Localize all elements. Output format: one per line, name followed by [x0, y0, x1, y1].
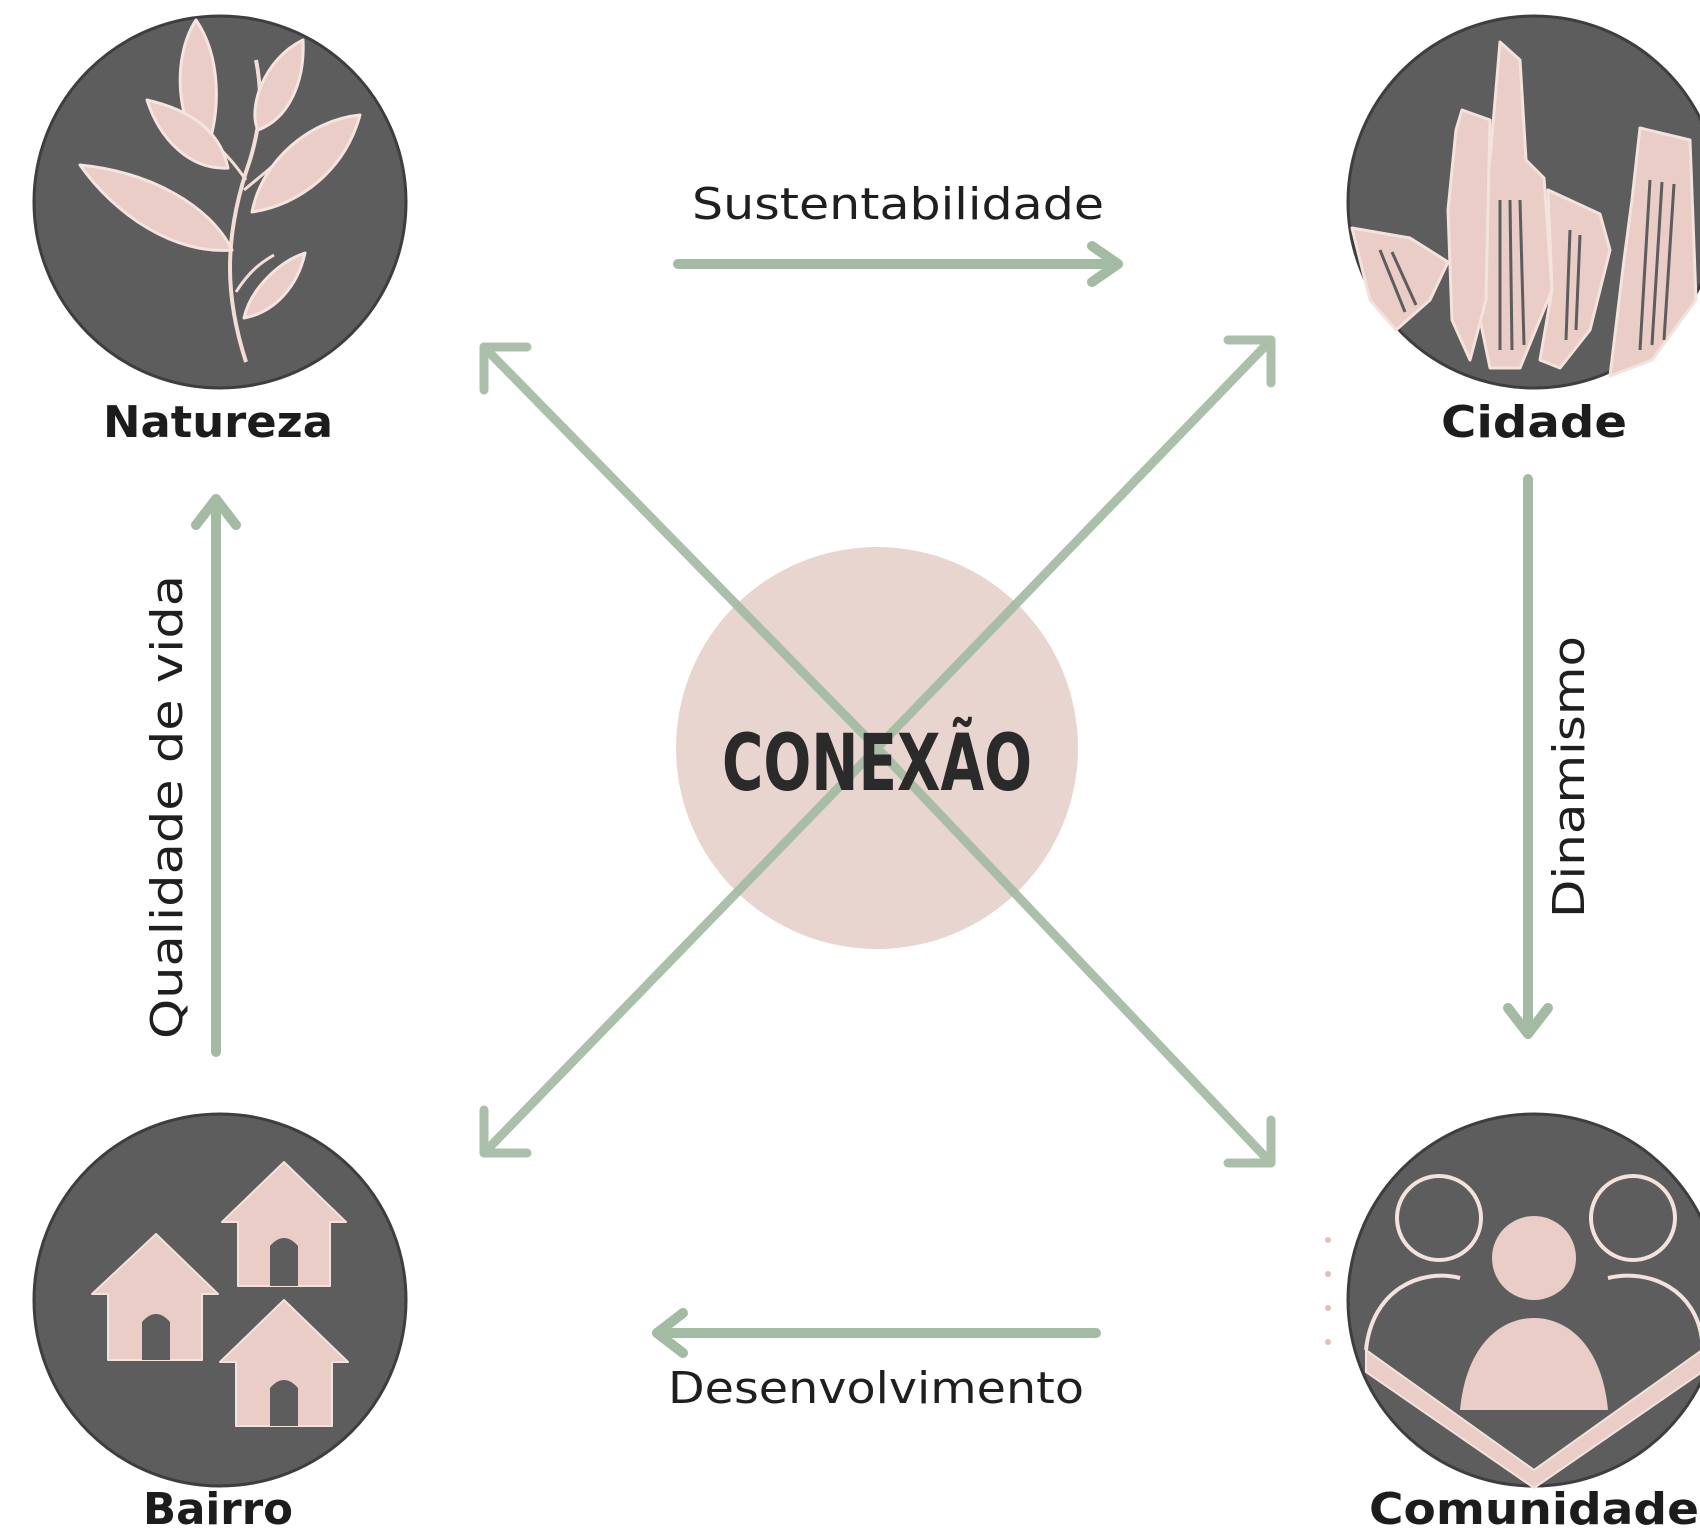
arrow-qualidade-de-vida — [191, 494, 241, 1057]
arrow-to-cidade — [872, 335, 1276, 753]
node-bairro: Bairro — [32, 1112, 408, 1535]
arrow-to-comunidade — [872, 743, 1276, 1168]
node-comunidade: Comunidade — [1325, 1112, 1700, 1535]
decorative-dots — [1325, 1237, 1331, 1345]
edge-label-qualidade-de-vida: Qualidade de vida — [142, 575, 193, 1039]
arrow-dinamismo — [1503, 474, 1553, 1039]
edge-arrows — [191, 241, 1553, 1358]
comunidade-circle — [1346, 1112, 1700, 1488]
houses-icon — [91, 1161, 349, 1427]
bairro-label: Bairro — [143, 1484, 293, 1535]
city-window-lines — [1378, 179, 1676, 351]
edge-label-sustentabilidade: Sustentabilidade — [692, 179, 1104, 230]
center-label: CONEXÃO — [722, 717, 1032, 809]
plant-icon — [78, 18, 362, 363]
arrow-to-natureza — [479, 342, 882, 753]
people-group-icon — [1364, 1174, 1700, 1490]
diagonal-arrows — [479, 335, 1276, 1168]
arrow-to-bairro — [479, 743, 882, 1158]
comunidade-label: Comunidade — [1369, 1484, 1699, 1535]
natureza-circle — [32, 14, 408, 390]
node-natureza: Natureza — [32, 14, 408, 448]
house-doors — [142, 1238, 298, 1426]
arrow-sustentabilidade — [673, 241, 1123, 287]
edge-label-desenvolvimento: Desenvolvimento — [668, 1363, 1084, 1414]
natureza-label: Natureza — [103, 397, 333, 448]
arrow-desenvolvimento — [652, 1308, 1101, 1358]
node-cidade: Cidade — [1346, 14, 1700, 448]
edge-label-dinamismo: Dinamismo — [1544, 636, 1595, 918]
cidade-label: Cidade — [1441, 397, 1627, 448]
bairro-circle — [32, 1112, 408, 1488]
